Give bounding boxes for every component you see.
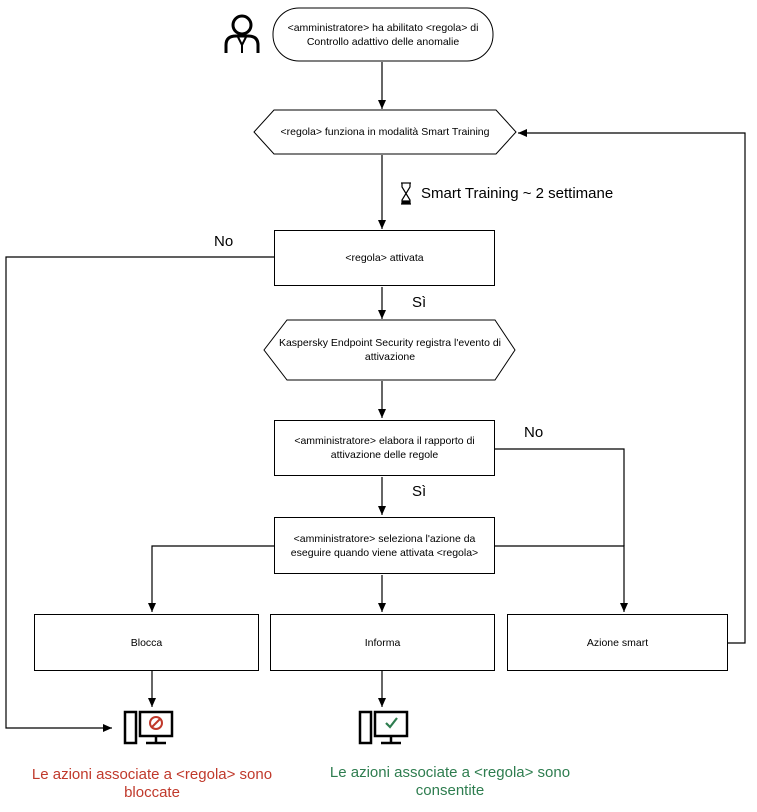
action-block-node: Blocca bbox=[34, 614, 259, 671]
log-event-shape bbox=[263, 319, 516, 381]
process-report-decision: <amministratore> elabora il rapporto di … bbox=[274, 420, 495, 476]
hourglass-icon bbox=[401, 182, 411, 205]
smart-training-duration-label: Smart Training ~ 2 settimane bbox=[421, 185, 614, 202]
process-report-yes-label: Sì bbox=[412, 483, 427, 500]
computer-allowed-icon bbox=[358, 710, 409, 745]
computer-blocked-icon bbox=[123, 710, 174, 745]
log-event-node: Kaspersky Endpoint Security registra l'e… bbox=[278, 337, 502, 363]
smart-training-node: <regola> funziona in modalità Smart Trai… bbox=[280, 126, 490, 138]
start-node: <amministratore> ha abilitato <regola> d… bbox=[287, 21, 479, 48]
user-icon bbox=[224, 14, 260, 53]
rule-triggered-no-label: No bbox=[214, 233, 234, 250]
action-smart-node: Azione smart bbox=[507, 614, 728, 671]
smart-training-shape bbox=[253, 109, 517, 155]
action-inform-node: Informa bbox=[270, 614, 495, 671]
start-node-shape bbox=[272, 7, 494, 62]
result-blocked-text: Le azioni associate a <regola> sono bloc… bbox=[31, 766, 273, 801]
select-action-node: <amministratore> seleziona l'azione da e… bbox=[274, 517, 495, 574]
result-allowed-text: Le azioni associate a <regola> sono cons… bbox=[329, 764, 571, 799]
rule-triggered-yes-label: Sì bbox=[412, 294, 427, 311]
rule-triggered-decision: <regola> attivata bbox=[274, 230, 495, 286]
process-report-no-label: No bbox=[524, 424, 544, 441]
